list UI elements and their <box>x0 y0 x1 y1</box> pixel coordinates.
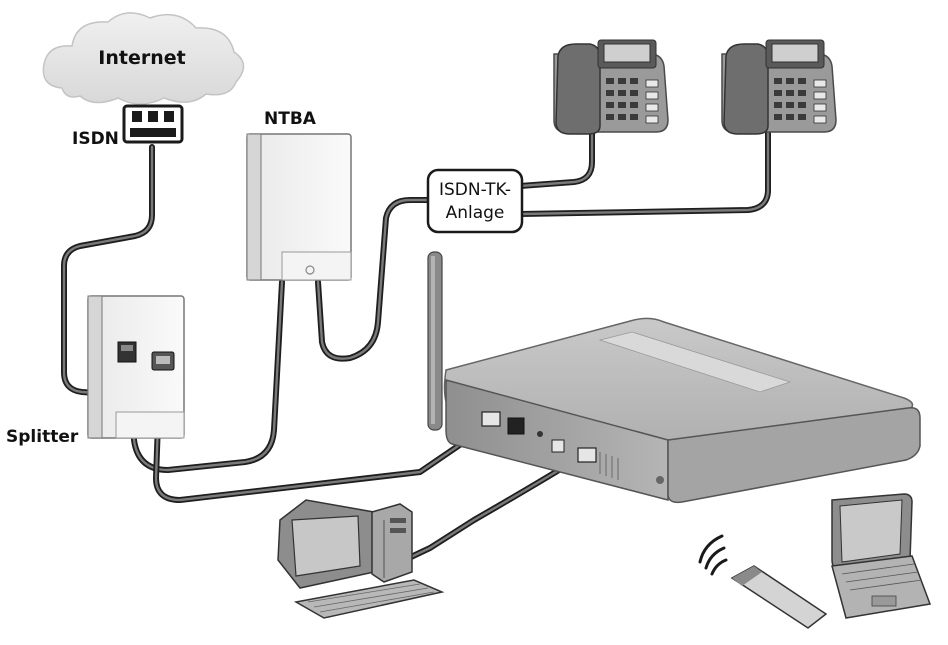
ntba-label: NTBA <box>264 109 317 129</box>
ntba-device: NTBA <box>246 109 352 281</box>
isdn-tk-box: ISDN-TK- Anlage <box>426 168 524 234</box>
router-lan-port <box>577 447 597 463</box>
desktop-pc <box>277 499 445 619</box>
router-usb-port <box>551 439 565 453</box>
isdn-tk-label-line2: Anlage <box>446 203 505 223</box>
wlan-router <box>427 251 921 504</box>
internet-cloud: Internet <box>42 12 245 105</box>
laptop <box>831 493 932 619</box>
cables <box>61 129 771 563</box>
wifi-signal-icon <box>698 534 728 576</box>
wlan-usb-stick <box>698 534 828 629</box>
internet-label: Internet <box>98 47 185 69</box>
router-dsl-port <box>481 411 501 427</box>
splitter-label: Splitter <box>6 427 79 447</box>
isdn-socket: ISDN <box>72 104 184 149</box>
router-power-port <box>507 417 525 435</box>
phone-1 <box>553 39 669 135</box>
isdn-label: ISDN <box>72 129 119 149</box>
cable-tk-phone1 <box>517 129 595 189</box>
cable-tk-phone2 <box>517 129 771 217</box>
pc-tower <box>371 503 413 583</box>
isdn-tk-label-line1: ISDN-TK- <box>439 180 511 200</box>
pc-keyboard <box>293 579 445 619</box>
splitter-device: Splitter <box>6 295 185 447</box>
phone-2 <box>721 39 837 135</box>
